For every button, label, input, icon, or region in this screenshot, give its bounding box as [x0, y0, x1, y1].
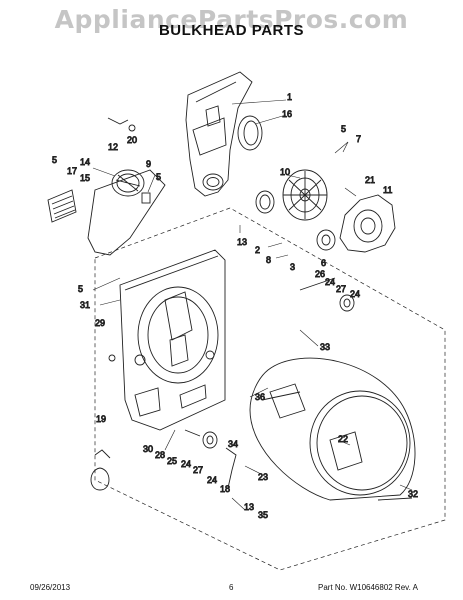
footer-document-number: Part No. W10646802 Rev. A — [318, 583, 418, 592]
lint-grille-part-17 — [47, 189, 77, 223]
callout-12: 12 — [108, 142, 118, 152]
callout-6: 6 — [321, 258, 326, 268]
bracket-part-34 — [225, 447, 237, 489]
watermark-text: AppliancePartsPros.com — [54, 5, 409, 34]
callout-8: 8 — [266, 255, 271, 265]
callout-2: 2 — [255, 245, 260, 255]
roller-assembly-part-3 — [299, 277, 355, 312]
callout-24: 24 — [207, 475, 217, 485]
callout-24: 24 — [325, 277, 335, 287]
wire-part-19 — [90, 449, 111, 491]
vent-cover-part-14 — [87, 169, 166, 256]
callout-29: 29 — [95, 318, 105, 328]
callout-26: 26 — [315, 269, 325, 279]
bulkhead-duct-part-1 — [185, 71, 253, 197]
bulkhead-panel-part-31 — [119, 249, 226, 431]
footer-date: 09/26/2013 — [30, 583, 71, 592]
callout-27: 27 — [336, 284, 346, 294]
callout-35: 35 — [258, 510, 268, 520]
callout-33: 33 — [320, 342, 330, 352]
clip-part-9 — [141, 192, 151, 204]
idler-part-6 — [316, 229, 336, 251]
callout-10: 10 — [280, 167, 290, 177]
diagram-title: BULKHEAD PARTS — [158, 22, 305, 39]
blower-housing-part-11 — [339, 194, 396, 253]
callout-27: 27 — [193, 465, 203, 475]
callout-21: 21 — [365, 175, 375, 185]
seal-ring-part-16 — [237, 115, 263, 151]
callout-34: 34 — [228, 439, 238, 449]
callout-30: 30 — [143, 444, 153, 454]
callout-18: 18 — [220, 484, 230, 494]
callout-23: 23 — [258, 472, 268, 482]
callout-13: 13 — [237, 237, 247, 247]
callout-22: 22 — [338, 434, 348, 444]
seal-ring-small — [255, 190, 275, 214]
fastener-part-29 — [108, 354, 116, 362]
callout-16: 16 — [282, 109, 292, 119]
blower-wheel-part-10 — [282, 169, 328, 221]
callout-5: 5 — [156, 172, 161, 182]
callout-31: 31 — [80, 300, 90, 310]
callout-28: 28 — [155, 450, 165, 460]
callout-5: 5 — [52, 155, 57, 165]
callout-1: 1 — [287, 92, 292, 102]
callout-20: 20 — [127, 135, 137, 145]
footer-page-number: 6 — [229, 583, 234, 592]
callout-13: 13 — [244, 502, 254, 512]
leader-lines — [92, 99, 413, 511]
callout-labels: 1 16 5 7 12 20 5 14 17 15 9 5 10 11 21 1… — [52, 92, 419, 521]
callout-3: 3 — [290, 262, 295, 272]
assembly-boundary-dashed — [94, 207, 446, 571]
callout-17: 17 — [67, 166, 77, 176]
callout-9: 9 — [146, 159, 151, 169]
callout-5: 5 — [341, 124, 346, 134]
callout-7: 7 — [356, 134, 361, 144]
callout-32: 32 — [408, 489, 418, 499]
harness-part-12 — [107, 117, 136, 132]
callout-24: 24 — [350, 289, 360, 299]
lower-roller-part-25 — [184, 429, 218, 449]
callout-11: 11 — [383, 185, 392, 195]
drum-assembly-part-32 — [249, 357, 416, 501]
callout-5: 5 — [78, 284, 83, 294]
callout-15: 15 — [80, 173, 90, 183]
callout-14: 14 — [80, 157, 90, 167]
callout-25: 25 — [167, 456, 177, 466]
callout-36: 36 — [255, 392, 265, 402]
callout-24: 24 — [181, 459, 191, 469]
callout-19: 19 — [96, 414, 106, 424]
